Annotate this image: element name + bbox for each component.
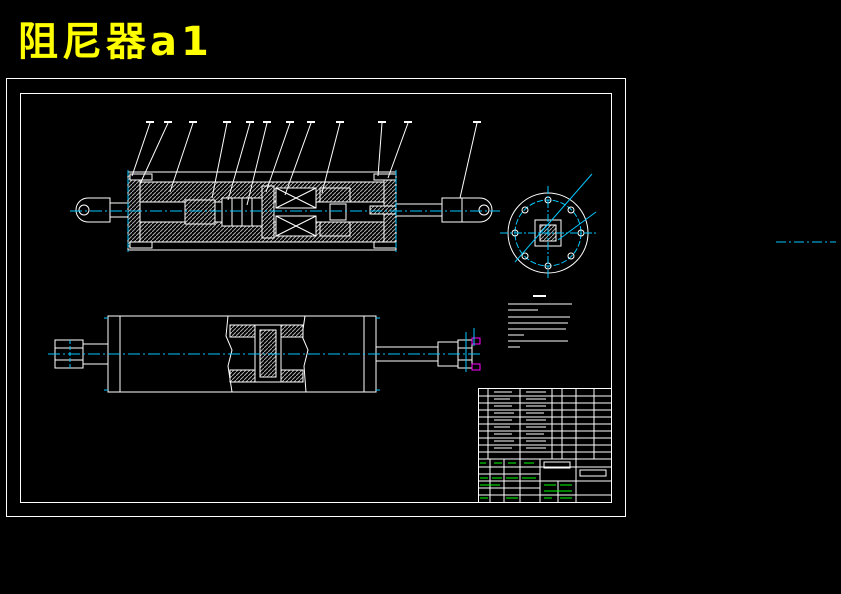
- left-clevis: [75, 197, 111, 223]
- outer-border: [6, 78, 626, 517]
- right-eye-hole: [478, 204, 490, 216]
- section-view: [70, 121, 500, 252]
- drawing-title: 阻尼器a1: [18, 19, 213, 65]
- technical-notes: [508, 295, 572, 348]
- right-clevis: [461, 197, 493, 223]
- piston-rod: [395, 203, 443, 217]
- inner-border: [20, 93, 612, 503]
- title-block: [478, 388, 612, 503]
- end-view: [500, 173, 597, 280]
- exterior-view: [48, 315, 481, 393]
- left-eye-hole: [78, 204, 90, 216]
